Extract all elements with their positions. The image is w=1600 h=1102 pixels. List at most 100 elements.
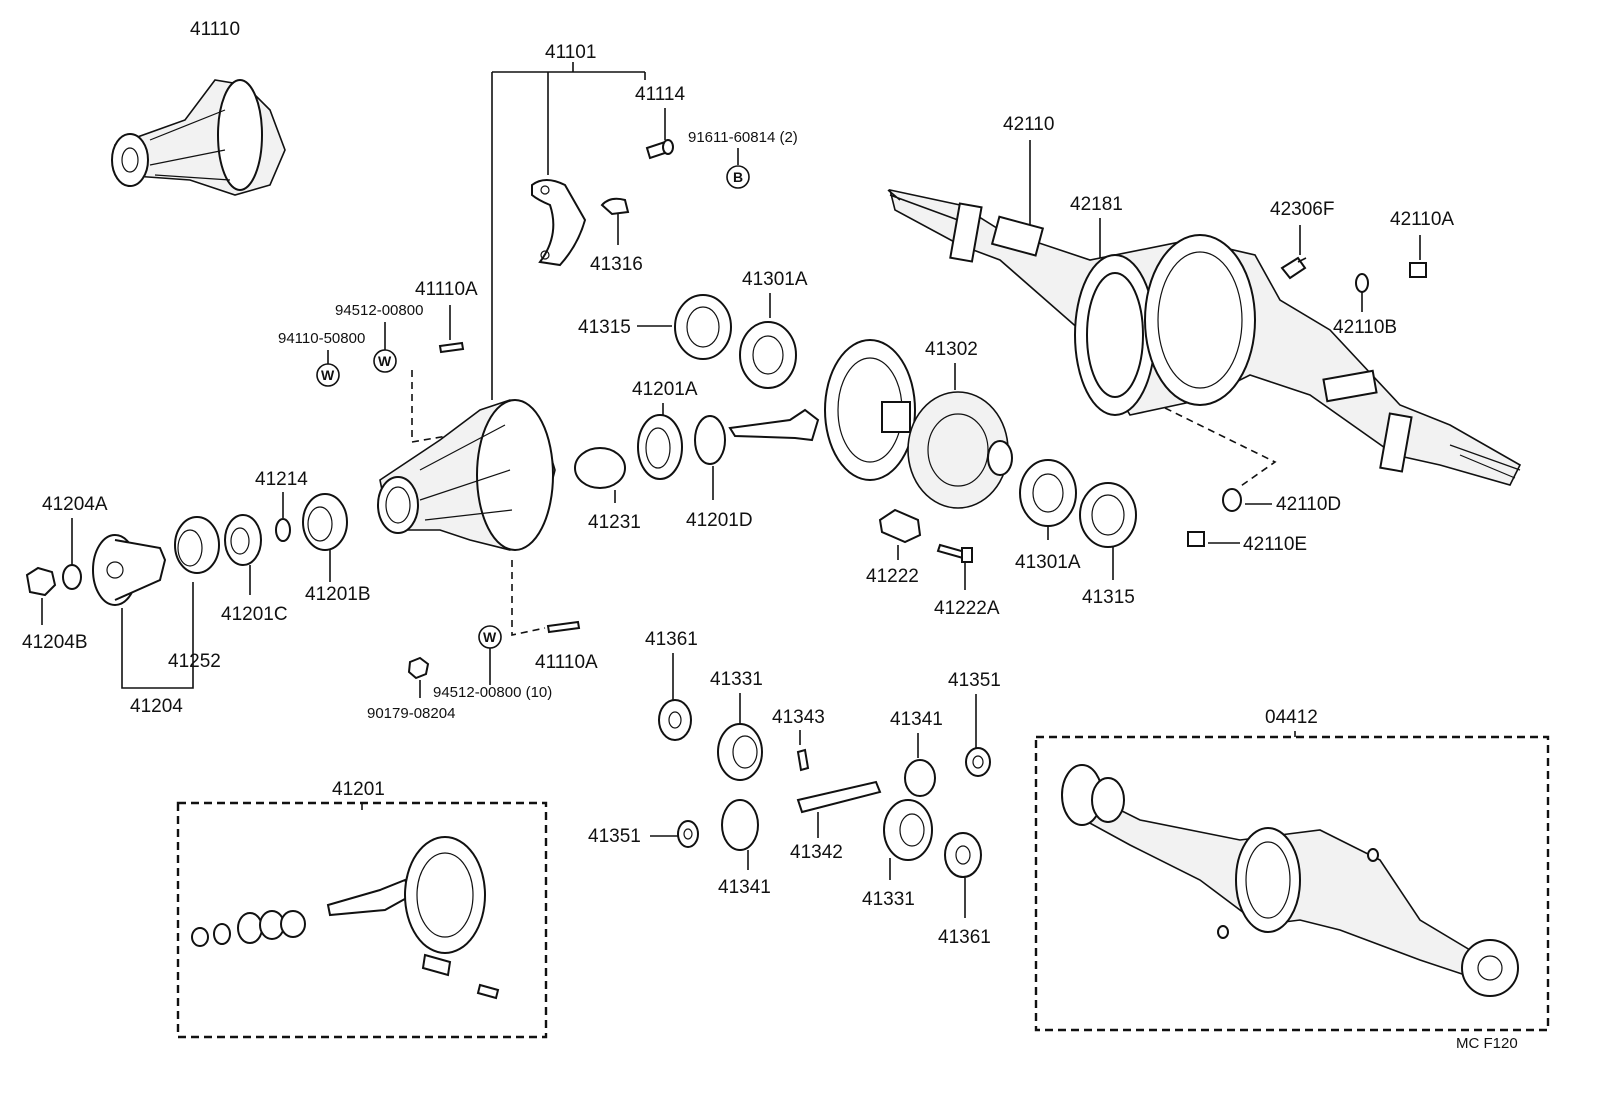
label-41361-bottom: 41361 bbox=[938, 927, 991, 948]
label-41343: 41343 bbox=[772, 707, 825, 728]
label-42110: 42110 bbox=[1003, 114, 1054, 135]
washer-symbol-top-code: W bbox=[378, 353, 392, 369]
lock-plate-41316-illustration bbox=[600, 197, 630, 245]
stud-pin-top-icon bbox=[438, 341, 465, 354]
bearing-41301A-top-illustration bbox=[739, 321, 797, 389]
side-gear-41331-bottom-illustration bbox=[883, 799, 933, 861]
washer-41204A-icon bbox=[62, 564, 82, 590]
differential-case-illustration bbox=[881, 391, 1013, 509]
label-41301A-top: 41301A bbox=[742, 269, 808, 290]
breather-plug-illustration bbox=[1280, 256, 1307, 280]
kit-41201-illustration bbox=[191, 836, 500, 1000]
thrust-washer-41361-top-icon bbox=[658, 699, 692, 741]
label-41204A: 41204A bbox=[42, 494, 108, 515]
label-41110A-bottom: 41110A bbox=[535, 652, 598, 673]
shim-41201D-icon bbox=[694, 415, 726, 465]
label-41201: 41201 bbox=[332, 779, 385, 800]
thrust-washer-41351-bottom-icon bbox=[677, 820, 699, 848]
label-41201C: 41201C bbox=[221, 604, 288, 625]
ring-gear-pinion-illustration bbox=[728, 339, 916, 481]
nut-41204B-illustration bbox=[25, 566, 57, 625]
label-04412: 04412 bbox=[1265, 707, 1318, 728]
label-41201B: 41201B bbox=[305, 584, 371, 605]
label-41302: 41302 bbox=[925, 339, 978, 360]
label-41222: 41222 bbox=[866, 566, 919, 587]
label-41315-bottom: 41315 bbox=[1082, 587, 1135, 608]
label-94512-top: 94512-00800 bbox=[335, 302, 423, 319]
thrust-washer-41361-bottom-icon bbox=[944, 832, 982, 878]
oil-seal-41252-icon bbox=[174, 516, 220, 574]
label-42110B: 42110B bbox=[1333, 317, 1397, 338]
plug-42110E-icon bbox=[1187, 531, 1205, 547]
label-42110E: 42110E bbox=[1243, 534, 1307, 555]
label-41110: 41110 bbox=[190, 19, 240, 40]
label-41110A-top: 41110A bbox=[415, 279, 478, 300]
axle-housing-illustration bbox=[887, 188, 1522, 486]
label-41301A-bottom: 41301A bbox=[1015, 552, 1081, 573]
adjusting-nut-41222-illustration bbox=[878, 508, 922, 560]
label-41101: 41101 bbox=[545, 42, 596, 63]
companion-flange-illustration bbox=[92, 534, 167, 606]
label-41315-top: 41315 bbox=[578, 317, 631, 338]
label-41222A: 41222A bbox=[934, 598, 1000, 619]
label-41342: 41342 bbox=[790, 842, 843, 863]
kit-04412-box bbox=[1034, 735, 1550, 1032]
spacer-41231-icon bbox=[574, 447, 626, 489]
gasket-42110B-icon bbox=[1355, 273, 1369, 293]
label-41114: 41114 bbox=[635, 84, 685, 105]
washer-symbol-top-icon bbox=[373, 349, 397, 373]
bolt-41222A-illustration bbox=[936, 543, 973, 590]
label-41361-top: 41361 bbox=[645, 629, 698, 650]
label-41201D: 41201D bbox=[686, 510, 753, 531]
bearing-cap-illustration bbox=[531, 179, 587, 267]
bearing-41201B-icon bbox=[302, 493, 348, 551]
pin-41343-icon bbox=[796, 748, 810, 772]
label-41204: 41204 bbox=[130, 696, 183, 717]
nut-90179-icon bbox=[407, 656, 430, 680]
bolt-symbol-code: B bbox=[733, 169, 743, 185]
washer-symbol-left-icon bbox=[316, 363, 340, 387]
bolt-41114-illustration bbox=[645, 108, 674, 160]
pinion-gear-41341-top-icon bbox=[904, 759, 936, 797]
label-42181: 42181 bbox=[1070, 194, 1123, 215]
differential-carrier-illustration bbox=[377, 399, 556, 551]
carrier-assembly-illustration bbox=[111, 79, 286, 196]
washer-symbol-left-code: W bbox=[321, 367, 335, 383]
bearing-41301A-bottom-icon bbox=[1019, 459, 1077, 527]
label-41204B: 41204B bbox=[22, 632, 88, 653]
footer-code: MC F120 bbox=[1456, 1035, 1518, 1052]
bearing-41201A-icon bbox=[637, 414, 683, 480]
bearing-41201C-icon bbox=[224, 514, 262, 566]
gasket-42110D-icon bbox=[1222, 488, 1242, 512]
spacer-41214-icon bbox=[275, 518, 291, 542]
washer-symbol-bottom-code: W bbox=[483, 629, 497, 645]
label-94512-bottom: 94512-00800 (10) bbox=[433, 684, 552, 701]
label-41201A: 41201A bbox=[632, 379, 698, 400]
plug-42110A-icon bbox=[1409, 262, 1427, 278]
label-42110D: 42110D bbox=[1276, 494, 1341, 515]
bearing-41315-top-illustration bbox=[674, 294, 732, 360]
bolt-symbol-icon bbox=[726, 165, 750, 189]
pinion-gear-41341-bottom-icon bbox=[721, 799, 759, 851]
label-41351-bottom: 41351 bbox=[588, 826, 641, 847]
side-gear-41331-top-illustration bbox=[717, 723, 763, 781]
label-94110: 94110-50800 bbox=[278, 330, 365, 347]
label-41331-top: 41331 bbox=[710, 669, 763, 690]
kit-41201-box bbox=[176, 801, 548, 1039]
thrust-washer-41351-top-icon bbox=[965, 747, 991, 777]
label-41316: 41316 bbox=[590, 254, 643, 275]
bearing-41315-bottom-icon bbox=[1079, 482, 1137, 548]
label-41214: 41214 bbox=[255, 469, 308, 490]
label-41341-top: 41341 bbox=[890, 709, 943, 730]
label-90179: 90179-08204 bbox=[367, 705, 455, 722]
label-41231: 41231 bbox=[588, 512, 641, 533]
label-41341-bottom: 41341 bbox=[718, 877, 771, 898]
stud-pin-bottom-icon bbox=[546, 620, 581, 634]
label-41351-top: 41351 bbox=[948, 670, 1001, 691]
label-42306F: 42306F bbox=[1270, 199, 1334, 220]
label-41252: 41252 bbox=[168, 651, 221, 672]
label-42110A: 42110A bbox=[1390, 209, 1454, 230]
kit-04412-illustration bbox=[1061, 764, 1519, 997]
label-91611: 91611-60814 (2) bbox=[688, 129, 798, 146]
